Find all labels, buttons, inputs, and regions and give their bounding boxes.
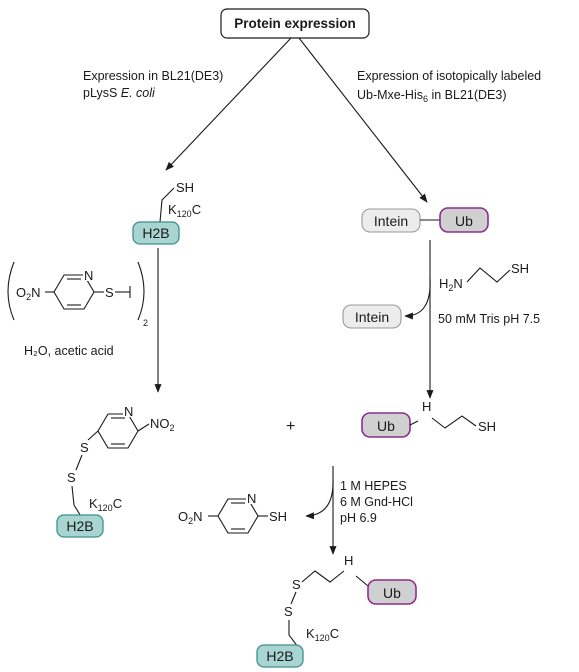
sulfur-3: S	[292, 577, 301, 592]
dithiobis-nitropyridine: O2N N S 2	[7, 261, 148, 328]
residue-label-mid: K120C	[89, 496, 122, 513]
residue-label: K120C	[168, 202, 201, 219]
title: Protein expression	[234, 16, 356, 31]
released-intein: Intein	[342, 304, 402, 329]
right-branch-arrow	[298, 37, 428, 203]
sulfur-4: S	[284, 604, 293, 619]
left-branch-arrow	[165, 37, 292, 171]
ub-cysteamine: Ub H SH	[361, 399, 496, 438]
pyridine-n: N	[84, 268, 93, 283]
right-condition: 50 mM Tris pH 7.5	[438, 312, 540, 326]
sulfur-1: S	[80, 440, 89, 455]
intein-ub-fusion: Intein Ub	[361, 207, 489, 233]
protein-intein-released: Intein	[355, 309, 389, 325]
right-branch-label-2: Ub-Mxe-His6 in BL21(DE3)	[357, 88, 507, 104]
activated-h2b: N NO2 S S K120C H2B	[56, 404, 175, 538]
protein-ub-final: Ub	[383, 585, 401, 601]
sulfur: S	[105, 285, 114, 300]
residue-label-final: K120C	[306, 626, 339, 643]
condition-hepes: 1 M HEPES	[340, 479, 407, 493]
no2-group: NO2	[150, 416, 175, 433]
left-condition: H₂O, acetic acid	[24, 344, 114, 358]
protein-h2b: H2B	[142, 225, 169, 241]
condition-gnd: 6 M Gnd-HCl	[340, 495, 413, 509]
intein-release-arrow	[404, 277, 431, 320]
plus-sign: +	[286, 418, 295, 435]
right-branch-label-1: Expression of isotopically labeled	[357, 69, 541, 83]
o2n-group: O2N	[16, 285, 41, 302]
protein-ub-mid: Ub	[377, 418, 395, 434]
cysteamine-sh: SH	[511, 261, 529, 276]
ub-sh: SH	[478, 419, 496, 434]
protein-h2b-final: H2B	[266, 648, 293, 664]
left-branch-label-2: pLysS E. coli	[83, 86, 156, 100]
thiol-sh: SH	[176, 180, 194, 195]
h2b-cysteine-top: SH K120C H2B	[132, 180, 201, 245]
condition-ph: pH 6.9	[340, 511, 377, 525]
protein-intein-fusion: Intein	[374, 213, 408, 229]
final-product: S H Ub S K120C H2B	[256, 553, 417, 668]
pyridine-n-bottom: N	[247, 491, 256, 506]
protein-ub-fusion: Ub	[455, 213, 473, 229]
thiol-release-arrow	[305, 479, 334, 520]
sulfur-2: S	[67, 470, 76, 485]
left-branch-label-1: Expression in BL21(DE3)	[83, 69, 223, 83]
h2n-group: H2N	[439, 276, 463, 293]
cysteamine: H2N SH	[439, 261, 529, 293]
nitropyridine-thiol: O2N N SH	[178, 491, 287, 534]
amide-h-final: H	[344, 553, 353, 568]
protein-h2b-mid: H2B	[66, 518, 93, 534]
pyridine-n-mid: N	[124, 404, 133, 419]
dimer-subscript: 2	[143, 318, 148, 328]
thiol-sh-bottom: SH	[269, 509, 287, 524]
amide-h: H	[422, 399, 431, 414]
title-box: Protein expression	[220, 8, 370, 39]
o2n-group-bottom: O2N	[178, 509, 203, 526]
